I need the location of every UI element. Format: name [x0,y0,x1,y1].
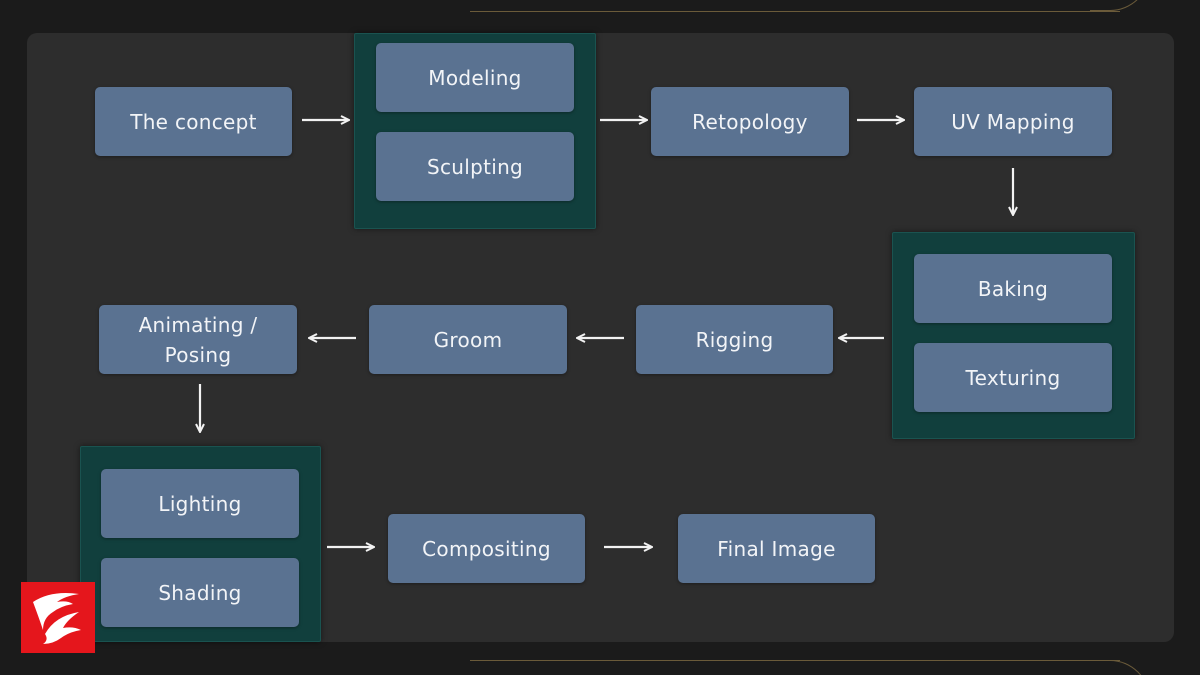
node-animating-line2: Posing [164,342,232,367]
node-the-concept: The concept [95,87,292,156]
node-baking: Baking [914,254,1112,323]
node-retopology: Retopology [651,87,849,156]
node-compositing: Compositing [388,514,585,583]
node-groom: Groom [369,305,567,374]
frame-line-top [470,11,1120,12]
node-texturing: Texturing [914,343,1112,412]
node-lighting: Lighting [101,469,299,538]
brand-logo [21,582,95,653]
node-sculpting: Sculpting [376,132,574,201]
node-uv-mapping: UV Mapping [914,87,1112,156]
dragon-logo-icon [33,593,81,644]
node-rigging: Rigging [636,305,833,374]
frame-curve-bottom [1090,660,1150,675]
node-final-image: Final Image [678,514,875,583]
node-animating-line1: Animating / [138,312,258,337]
frame-line-bottom [470,660,1120,661]
frame-curve-top [1090,0,1150,11]
node-animating-posing: Animating / Posing [99,305,297,374]
node-modeling: Modeling [376,43,574,112]
node-shading: Shading [101,558,299,627]
